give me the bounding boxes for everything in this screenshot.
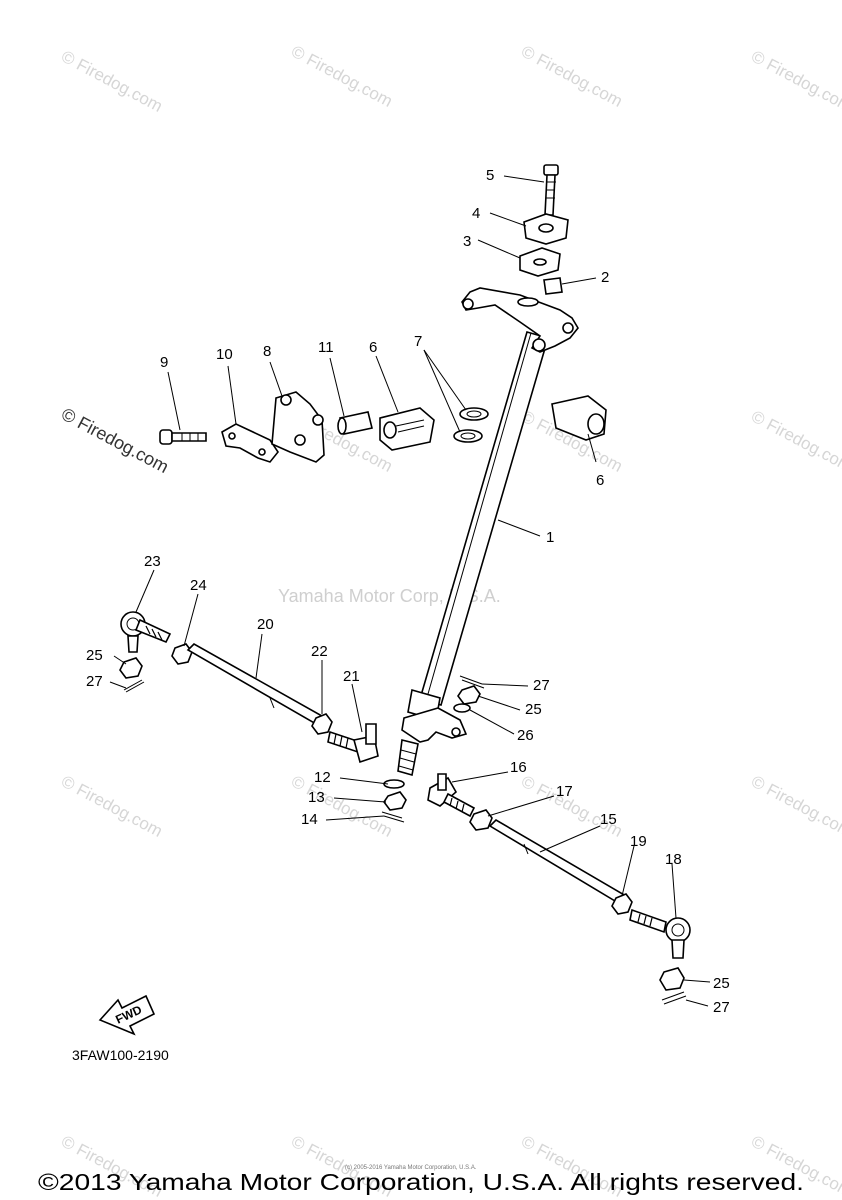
callout-8: 8 bbox=[263, 343, 271, 360]
callout-9: 9 bbox=[160, 354, 168, 371]
top-clamp-parts bbox=[519, 164, 569, 295]
steering-shaft bbox=[397, 287, 579, 777]
callout-3: 3 bbox=[463, 233, 471, 250]
leader-lines bbox=[109, 175, 711, 1007]
callout-16: 16 bbox=[510, 759, 527, 776]
callout-26: 26 bbox=[517, 727, 534, 744]
watermark-brand: © Firedog.com bbox=[58, 772, 166, 841]
watermark-center: Yamaha Motor Corp, U.S.A. bbox=[278, 586, 501, 606]
callout-6: 6 bbox=[369, 339, 377, 356]
right-tie-rod bbox=[427, 773, 691, 1005]
callout-17: 17 bbox=[556, 783, 573, 800]
fwd-arrow: FWD bbox=[98, 994, 156, 1036]
small-print: (c) 2005-2016 Yamaha Motor Corporation, … bbox=[345, 1165, 477, 1171]
callouts: 5 4 3 2 9 10 8 11 6 7 6 1 23 24 20 22 21… bbox=[86, 167, 730, 1016]
watermark-brand: © Firedog.com bbox=[288, 772, 396, 841]
copyright: ©2013 Yamaha Motor Corporation, U.S.A. A… bbox=[38, 1169, 804, 1195]
left-tie-rod bbox=[119, 611, 379, 764]
callout-25: 25 bbox=[86, 647, 103, 664]
callout-2: 2 bbox=[601, 269, 609, 286]
callout-23: 23 bbox=[144, 553, 161, 570]
callout-20: 20 bbox=[257, 616, 274, 633]
callout-12: 12 bbox=[314, 769, 331, 786]
watermark-brand-dark: © Firedog.com bbox=[58, 404, 172, 477]
callout-19: 19 bbox=[630, 833, 647, 850]
callout-24: 24 bbox=[190, 577, 207, 594]
callout-15: 15 bbox=[600, 811, 617, 828]
watermark-brand: © Firedog.com bbox=[288, 42, 396, 111]
callout-6: 6 bbox=[596, 472, 604, 489]
callout-1: 1 bbox=[546, 529, 554, 546]
callout-21: 21 bbox=[343, 668, 360, 685]
callout-25: 25 bbox=[713, 975, 730, 992]
diagram-code: 3FAW100-2190 bbox=[72, 1047, 169, 1063]
watermark-brand: © Firedog.com bbox=[58, 47, 166, 116]
callout-5: 5 bbox=[486, 167, 494, 184]
watermark-brand: © Firedog.com bbox=[748, 772, 842, 841]
watermark-brand: © Firedog.com bbox=[748, 407, 842, 476]
center-small-parts bbox=[381, 675, 485, 823]
watermark-brand: © Firedog.com bbox=[748, 47, 842, 116]
callout-13: 13 bbox=[308, 789, 325, 806]
bracket-parts bbox=[159, 391, 607, 463]
callout-27: 27 bbox=[533, 677, 550, 694]
callout-4: 4 bbox=[472, 205, 480, 222]
watermark-brand: © Firedog.com bbox=[518, 42, 626, 111]
callout-25: 25 bbox=[525, 701, 542, 718]
callout-22: 22 bbox=[311, 643, 328, 660]
callout-27: 27 bbox=[713, 999, 730, 1016]
callout-10: 10 bbox=[216, 346, 233, 363]
callout-18: 18 bbox=[665, 851, 682, 868]
callout-7: 7 bbox=[414, 333, 422, 350]
callout-11: 11 bbox=[318, 339, 334, 356]
callout-27: 27 bbox=[86, 673, 103, 690]
callout-14: 14 bbox=[301, 811, 318, 828]
